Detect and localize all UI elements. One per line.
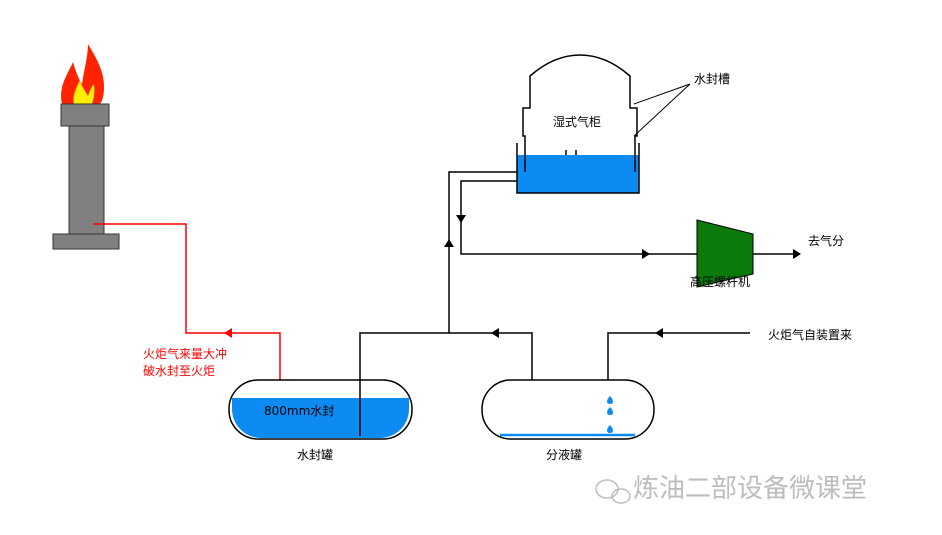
- stack-cap: [60, 103, 110, 127]
- to-gas-fractionation-label: 去气分: [808, 233, 844, 248]
- holder-tank: [516, 143, 640, 194]
- separator-vessel: [481, 379, 655, 440]
- water-seal-tank: 800mm水封: [228, 379, 413, 440]
- arrow-inlet: [655, 328, 663, 338]
- watermark: 炼油二部设备微课堂: [595, 474, 867, 504]
- stack-base: [52, 233, 120, 250]
- flow-arrows: [444, 215, 801, 338]
- compressor-label: 高压螺杆机: [690, 274, 750, 289]
- compressor-icon: [696, 219, 754, 288]
- wet-gas-holder: 湿式气柜: [516, 54, 640, 194]
- flare-stack: [52, 44, 120, 250]
- flare-gas-inlet-line: [607, 332, 750, 380]
- wet-gas-holder-label: 湿式气柜: [553, 114, 601, 129]
- arrow-to-compressor: [642, 249, 650, 259]
- arrow-holder-out: [456, 215, 466, 223]
- red-arrow: [224, 328, 232, 338]
- droplets: [607, 396, 613, 433]
- water-seal-water: [232, 398, 409, 438]
- chat-bubble-icon: [595, 479, 631, 504]
- flare-overflow-line: [93, 223, 281, 380]
- holder-bell: [522, 54, 638, 172]
- water-seal-level-label: 800mm水封: [264, 404, 334, 418]
- flare-overflow-label-2: 破水封至火炬: [143, 363, 215, 378]
- water-seal-vessel: [228, 379, 413, 440]
- water-seal-groove-label: 水封槽: [694, 72, 730, 86]
- stack-body: [68, 125, 105, 235]
- water-seal-groove-pointers: [633, 83, 691, 137]
- arrow-riser: [444, 239, 454, 247]
- flame-inner: [73, 80, 95, 104]
- arrow-separator-out: [491, 328, 499, 338]
- liquid-separator-label: 分液罐: [546, 447, 582, 462]
- flare-overflow-label-1: 火炬气来量大冲: [143, 346, 227, 361]
- watermark-text: 炼油二部设备微课堂: [633, 474, 867, 504]
- holder-water: [517, 155, 639, 193]
- separator-outlet-line: [359, 332, 533, 436]
- compressor: 高压螺杆机: [690, 219, 754, 289]
- liquid-separator: [481, 379, 655, 440]
- water-seal-tank-label: 水封罐: [297, 448, 333, 462]
- arrow-to-gas-fractionation: [793, 249, 801, 259]
- flare-gas-inlet-label: 火炬气自装置来: [768, 327, 852, 342]
